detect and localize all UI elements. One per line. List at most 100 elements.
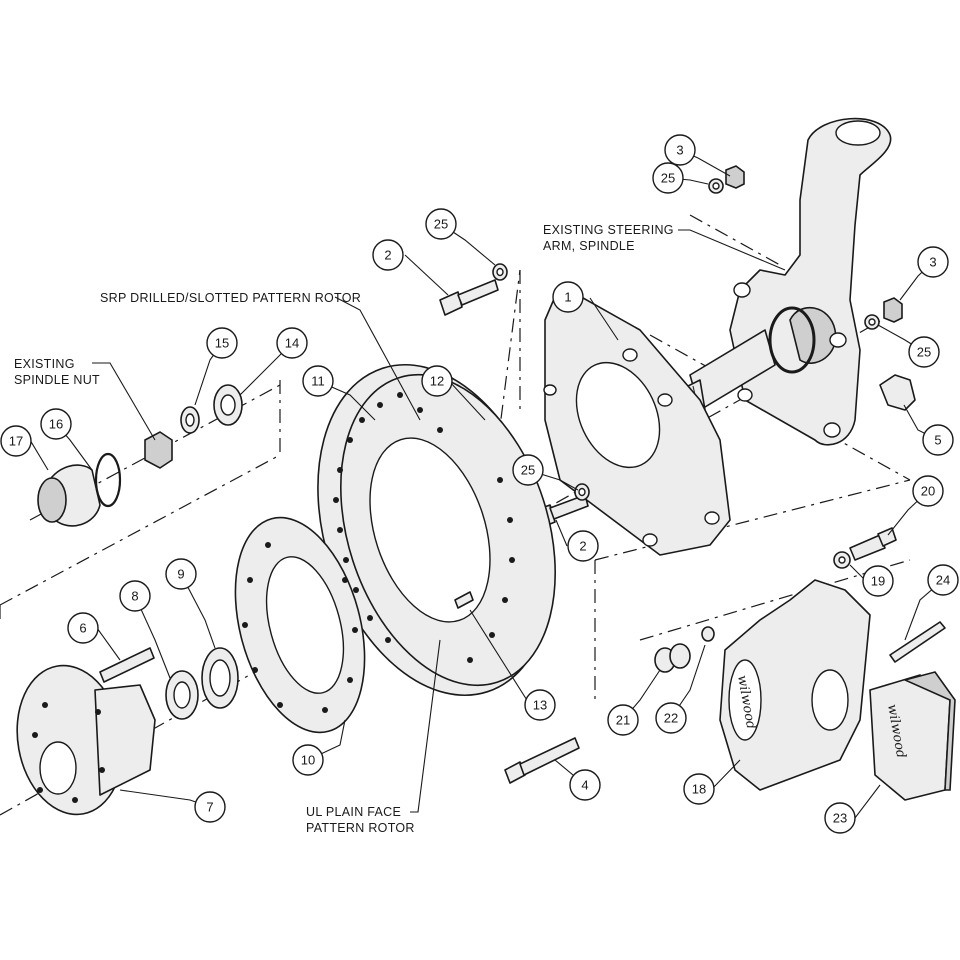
svg-text:9: 9 xyxy=(177,567,184,582)
callout-10: 10 xyxy=(292,744,324,776)
stud-6 xyxy=(99,647,155,683)
callout-24: 24 xyxy=(927,564,959,596)
washer-25-top xyxy=(708,178,724,194)
label-ul-rotor-line2: PATTERN ROTOR xyxy=(306,821,415,835)
bolt-2-upper xyxy=(439,279,499,316)
label-existing-spindle-nut-line1: EXISTING xyxy=(14,357,75,371)
callout-5: 5 xyxy=(922,424,954,456)
svg-text:25: 25 xyxy=(521,463,535,478)
steering-arm-spindle xyxy=(669,117,892,446)
label-ul-rotor-line1: UL PLAIN FACE xyxy=(306,805,401,819)
srp-drilled-slotted-rotor xyxy=(317,363,556,697)
cotter-pin-24 xyxy=(889,621,946,663)
callout-8: 8 xyxy=(119,580,151,612)
caliper-18: wilwood xyxy=(719,579,871,791)
dust-cap-17 xyxy=(37,464,101,527)
callout-21: 21 xyxy=(607,704,639,736)
svg-text:14: 14 xyxy=(285,336,299,351)
callout-19: 19 xyxy=(862,565,894,597)
callout-23: 23 xyxy=(824,802,856,834)
callout-20: 20 xyxy=(912,475,944,507)
svg-text:25: 25 xyxy=(661,171,675,186)
svg-text:18: 18 xyxy=(692,782,706,797)
callout-22: 22 xyxy=(655,702,687,734)
svg-text:12: 12 xyxy=(430,374,444,389)
callout-17: 17 xyxy=(0,425,32,457)
stud-13 xyxy=(454,591,474,609)
callout-6: 6 xyxy=(67,612,99,644)
svg-text:20: 20 xyxy=(921,484,935,499)
label-srp-rotor: SRP DRILLED/SLOTTED PATTERN ROTOR xyxy=(100,291,361,305)
svg-text:3: 3 xyxy=(929,255,936,270)
svg-text:25: 25 xyxy=(434,217,448,232)
svg-text:11: 11 xyxy=(311,374,325,389)
callout-7: 7 xyxy=(194,791,226,823)
bleeder-21 xyxy=(654,643,691,673)
svg-text:24: 24 xyxy=(936,573,950,588)
svg-text:3: 3 xyxy=(676,143,683,158)
callout-1: 1 xyxy=(552,281,584,313)
bearing-race-9 xyxy=(201,647,239,709)
callout-14: 14 xyxy=(276,327,308,359)
callout-25-mid: 25 xyxy=(512,454,544,486)
washer-25-upper xyxy=(492,263,508,281)
spindle-nut-5 xyxy=(879,374,916,411)
callout-4: 4 xyxy=(569,769,601,801)
svg-text:7: 7 xyxy=(206,800,213,815)
nut-3-right xyxy=(883,297,903,323)
svg-text:10: 10 xyxy=(301,753,315,768)
svg-text:22: 22 xyxy=(664,711,678,726)
rotor-drill-holes xyxy=(333,392,515,663)
svg-text:4: 4 xyxy=(581,778,588,793)
bearing-14 xyxy=(213,384,243,426)
callout-16: 16 xyxy=(40,408,72,440)
callout-15: 15 xyxy=(206,327,238,359)
svg-text:25: 25 xyxy=(917,345,931,360)
label-existing-spindle-nut-line2: SPINDLE NUT xyxy=(14,373,100,387)
svg-text:6: 6 xyxy=(79,621,86,636)
washer-22 xyxy=(701,626,715,642)
bolt-4 xyxy=(504,737,580,784)
svg-text:1: 1 xyxy=(564,290,571,305)
hub-7 xyxy=(16,664,156,816)
callout-3-right: 3 xyxy=(917,246,949,278)
callout-18: 18 xyxy=(683,773,715,805)
svg-text:5: 5 xyxy=(934,433,941,448)
nut-3-top xyxy=(725,165,745,189)
svg-text:15: 15 xyxy=(215,336,229,351)
callout-25-right: 25 xyxy=(908,336,940,368)
svg-text:2: 2 xyxy=(384,248,391,263)
svg-text:2: 2 xyxy=(579,539,586,554)
callout-25-upper: 25 xyxy=(425,208,457,240)
callout-9: 9 xyxy=(165,558,197,590)
bolt-20 xyxy=(849,527,897,561)
callout-3-top: 3 xyxy=(664,134,696,166)
washer-25-mid xyxy=(574,483,590,501)
callout-13: 13 xyxy=(524,689,556,721)
svg-text:8: 8 xyxy=(131,589,138,604)
svg-text:13: 13 xyxy=(533,698,547,713)
label-existing-steering-line2: ARM, SPINDLE xyxy=(543,239,635,253)
bearing-8 xyxy=(165,670,199,720)
o-ring-16 xyxy=(94,452,122,508)
existing-spindle-nut xyxy=(144,431,173,469)
callout-2-lower: 2 xyxy=(567,530,599,562)
caliper-bracket xyxy=(543,284,731,556)
callout-12: 12 xyxy=(421,365,453,397)
svg-text:19: 19 xyxy=(871,574,885,589)
ul-plain-face-rotor xyxy=(234,516,366,734)
svg-text:21: 21 xyxy=(616,713,630,728)
callout-2-upper: 2 xyxy=(372,239,404,271)
washer-25-right xyxy=(864,314,880,330)
svg-text:23: 23 xyxy=(833,811,847,826)
callout-25-top: 25 xyxy=(652,162,684,194)
washer-19 xyxy=(833,551,851,569)
label-existing-steering-line1: EXISTING STEERING xyxy=(543,223,674,237)
callout-11: 11 xyxy=(302,365,334,397)
svg-text:16: 16 xyxy=(49,417,63,432)
washer-15 xyxy=(180,406,200,434)
brake-pad-23: wilwood xyxy=(869,671,956,801)
svg-text:17: 17 xyxy=(9,434,23,449)
